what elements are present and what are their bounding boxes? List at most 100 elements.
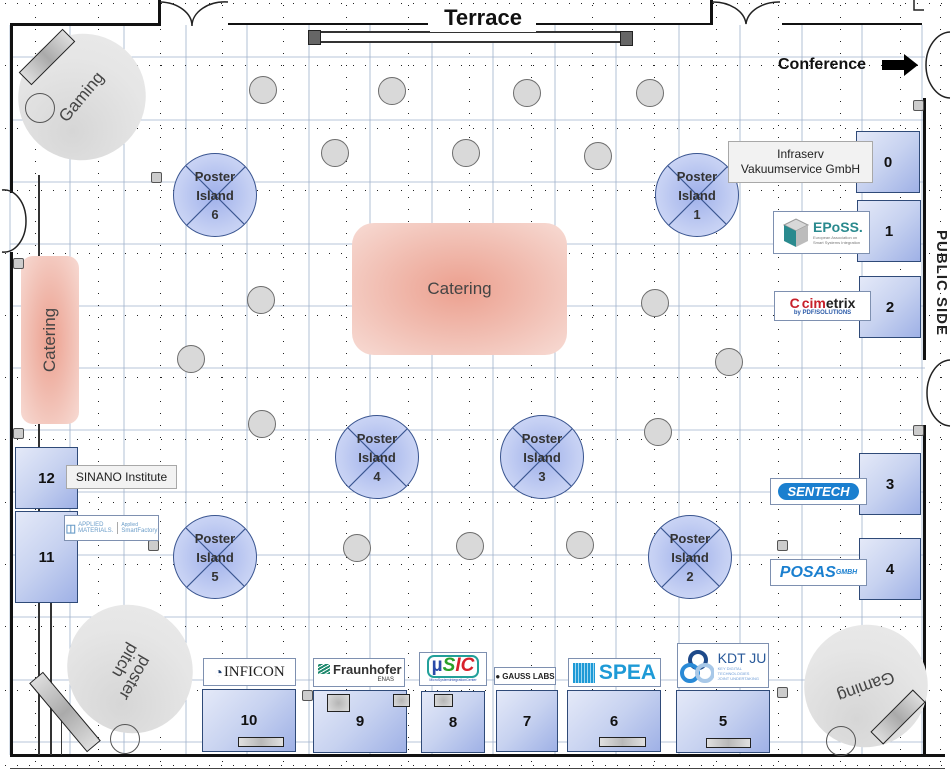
exhibitor-logo-fraunhofer[interactable]: Fraunhofer ENAS	[313, 658, 405, 687]
grid-dot	[5, 502, 6, 503]
grid-dot	[98, 437, 99, 438]
eposs-logo-text: EPoSS.	[813, 219, 863, 235]
grid-dot	[665, 377, 666, 378]
catering-area-left: Catering	[21, 256, 79, 424]
grid-dot	[592, 29, 593, 30]
grid-dot	[531, 401, 532, 402]
grid-dot	[160, 545, 161, 546]
exhibitor-label-infraserv[interactable]: Infraserv Vakuumservice GmbH	[728, 141, 873, 183]
wall-bottom-thin	[10, 768, 945, 769]
grid-dot	[317, 626, 318, 627]
grid-dot	[605, 502, 606, 503]
grid-dot	[408, 389, 409, 390]
grid-dot	[160, 737, 161, 738]
grid-dot	[940, 113, 941, 114]
grid-dot	[725, 128, 726, 129]
grid-dot	[425, 377, 426, 378]
grid-dot	[98, 449, 99, 450]
grid-dot	[283, 653, 284, 654]
exhibitor-logo-kdt-ju[interactable]: KDT JU KEY DIGITAL TECHNOLOGIES JOINT UN…	[677, 643, 769, 688]
grid-dot	[940, 401, 941, 402]
exhibitor-logo-sentech[interactable]: SENTECH	[770, 478, 867, 505]
grid-dot	[408, 725, 409, 726]
grid-dot	[161, 3, 162, 4]
grid-dot	[716, 257, 717, 258]
grid-dot	[917, 626, 918, 627]
grid-dot	[654, 17, 655, 18]
grid-dot	[408, 521, 409, 522]
grid-dot	[137, 128, 138, 129]
grid-dot	[581, 128, 582, 129]
grid-dot	[113, 377, 114, 378]
exhibitor-logo-posas[interactable]: POSAS GMBH	[770, 559, 867, 586]
grid-dot	[283, 197, 284, 198]
exhibitor-logo-applied-materials[interactable]: ◫ APPLIED MATERIALS. Applied SmartFactor…	[64, 515, 159, 541]
grid-dot	[346, 629, 347, 630]
grid-dot	[341, 3, 342, 4]
conference-exit-label[interactable]: Conference	[778, 56, 867, 73]
grid-dot	[222, 653, 223, 654]
grid-dot	[41, 439, 42, 440]
grid-dot	[341, 626, 342, 627]
grid-dot	[713, 315, 714, 316]
grid-dot	[545, 564, 546, 565]
grid-dot	[521, 128, 522, 129]
grid-dot	[778, 77, 779, 78]
exhibitor-logo-gauss-labs[interactable]: ● GAUSS LABS	[494, 667, 556, 685]
poster-island-number: 1	[693, 206, 701, 222]
grid-dot	[389, 564, 390, 565]
grid-dot	[408, 665, 409, 666]
grid-dot	[797, 690, 798, 691]
exhibitor-logo-usic[interactable]: µSIC MicroSystemIntegrationCenter	[419, 652, 487, 686]
grid-dot	[35, 41, 36, 42]
grid-dot	[713, 253, 714, 254]
grid-dot	[940, 89, 941, 90]
grid-dot	[592, 65, 593, 66]
grid-dot	[840, 473, 841, 474]
grid-dot	[17, 377, 18, 378]
grid-dot	[778, 461, 779, 462]
grid-dot	[840, 341, 841, 342]
grid-dot	[592, 77, 593, 78]
grid-dot	[161, 502, 162, 503]
grid-dot	[5, 765, 6, 766]
grid-dot	[160, 77, 161, 78]
grid-dot	[592, 269, 593, 270]
grid-dot	[531, 545, 532, 546]
grid-dot	[592, 209, 593, 210]
grid-dot	[840, 365, 841, 366]
grid-dot	[617, 765, 618, 766]
booth-3[interactable]: 3	[859, 453, 921, 515]
booth-8[interactable]: 8	[421, 691, 485, 753]
grid-dot	[497, 65, 498, 66]
grid-dot	[469, 65, 470, 66]
display-stand	[393, 694, 410, 707]
poster-island-label: Island	[671, 549, 709, 565]
grid-dot	[137, 439, 138, 440]
grid-dot	[593, 65, 594, 66]
grid-dot	[840, 269, 841, 270]
exhibitor-logo-eposs[interactable]: EPoSS. European Association on Smart Sys…	[773, 211, 870, 254]
exhibitor-logo-spea[interactable]: SPEA	[568, 658, 661, 687]
grid-dot	[905, 626, 906, 627]
grid-dot	[293, 626, 294, 627]
exhibitor-logo-inficon[interactable]: ◔ INFICON	[203, 658, 296, 686]
grid-dot	[581, 315, 582, 316]
exhibitor-label-sinano[interactable]: SINANO Institute	[66, 465, 177, 489]
grid-dot	[521, 377, 522, 378]
bistro-table	[378, 77, 406, 105]
grid-dot	[346, 269, 347, 270]
grid-dot	[940, 17, 941, 18]
grid-dot	[654, 77, 655, 78]
grid-dot	[425, 65, 426, 66]
booth-4[interactable]: 4	[859, 538, 921, 600]
grid-dot	[716, 413, 717, 414]
booth-7[interactable]: 7	[496, 690, 558, 752]
